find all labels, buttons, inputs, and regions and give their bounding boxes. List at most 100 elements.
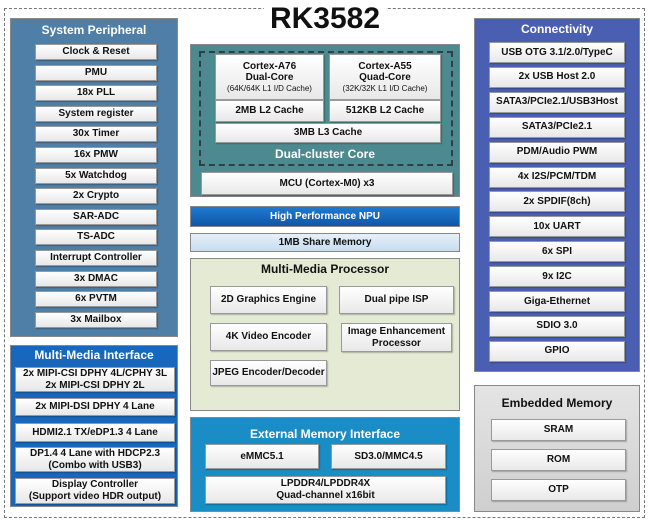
label: OTP <box>548 484 569 495</box>
connectivity-item: 2x USB Host 2.0 <box>489 66 625 88</box>
label: (Support video HDR output) <box>28 491 162 502</box>
label: LPDDR4/LPDDR4X <box>280 478 371 489</box>
label: Image Enhancement <box>347 325 446 337</box>
label: Dual-Core <box>245 71 294 83</box>
label: 30x Timer <box>72 128 120 140</box>
connectivity-item: USB OTG 3.1/2.0/TypeC <box>489 42 625 63</box>
label: 2x MIPI-CSI DPHY 2L <box>45 379 145 391</box>
label: 1MB Share Memory <box>278 237 372 248</box>
label: 3x Mailbox <box>70 313 122 325</box>
label: 18x PLL <box>76 87 116 99</box>
jpeg-block: JPEG Encoder/Decoder <box>210 360 327 386</box>
connectivity-item: Giga-Ethernet <box>489 291 625 312</box>
label: JPEG Encoder/Decoder <box>212 367 325 378</box>
label: High Performance NPU <box>269 211 381 222</box>
label: Cortex-A55 <box>358 60 412 72</box>
system-peripheral-item: SAR-ADC <box>35 208 157 225</box>
connectivity-item: GPIO <box>489 340 625 362</box>
panel-title: Connectivity <box>520 22 593 36</box>
panel-title: Embedded Memory <box>501 396 613 410</box>
emmc-block: eMMC5.1 <box>205 444 319 469</box>
label: Processor <box>372 337 421 349</box>
system-peripheral-item: System register <box>35 105 157 122</box>
label: Giga-Ethernet <box>523 295 591 307</box>
system-peripheral-item: Interrupt Controller <box>35 250 157 266</box>
external-memory-panel: External Memory Interface eMMC5.1 SD3.0/… <box>190 417 460 512</box>
system-peripheral-item: 2x Crypto <box>35 188 157 205</box>
cluster-boundary <box>199 51 453 166</box>
label: Dual pipe ISP <box>364 294 429 305</box>
label: Quad-Core <box>359 71 411 83</box>
connectivity-item: 4x I2S/PCM/TDM <box>489 166 625 188</box>
label: eMMC5.1 <box>240 450 284 462</box>
connectivity-panel: Connectivity USB OTG 3.1/2.0/TypeC 2x USB… <box>474 18 640 372</box>
connectivity-item: 9x I2C <box>489 266 625 288</box>
label: 16x PMW <box>74 149 118 160</box>
system-peripheral-item: 6x PVTM <box>35 291 157 308</box>
system-peripheral-item: 30x Timer <box>35 126 157 143</box>
label: Clock & Reset <box>62 46 130 57</box>
cluster-label: Dual-cluster Core <box>274 147 376 161</box>
share-memory-block: 1MB Share Memory <box>190 233 460 252</box>
label: 2x Crypto <box>72 190 120 202</box>
label: Interrupt Controller <box>50 252 142 263</box>
otp-block: OTP <box>491 479 626 501</box>
connectivity-item: 6x SPI <box>489 241 625 263</box>
label: System register <box>58 107 134 119</box>
label: SAR-ADC <box>72 210 120 222</box>
label: 9x I2C <box>542 270 572 282</box>
system-peripheral-item: TS-ADC <box>35 229 157 246</box>
label: (Combo with USB3) <box>48 459 142 471</box>
label: Quad-channel x16bit <box>276 490 375 501</box>
label: MCU (Cortex-M0) x3 <box>279 177 375 189</box>
label: 2x USB Host 2.0 <box>518 71 596 83</box>
label: 2D Graphics Engine <box>220 294 317 305</box>
dp-block: DP1.4 4 Lane with HDCP2.3(Combo with USB… <box>15 447 175 472</box>
mcu-block: MCU (Cortex-M0) x3 <box>201 172 453 195</box>
sram-block: SRAM <box>491 419 626 441</box>
display-controller-block: Display Controller(Support video HDR out… <box>15 478 175 504</box>
multimedia-processor-panel: Multi-Media Processor 2D Graphics Engine… <box>190 258 460 411</box>
label: PDM/Audio PWM <box>516 146 598 158</box>
label: GPIO <box>544 345 570 357</box>
label: SDIO 3.0 <box>536 320 578 332</box>
panel-title: Multi-Media Processor <box>260 262 390 276</box>
embedded-memory-panel: Embedded Memory SRAM ROM OTP <box>474 385 640 512</box>
a76-l2-cache: 2MB L2 Cache <box>215 100 324 122</box>
label: DP1.4 4 Lane with HDCP2.3 <box>29 447 161 459</box>
label: SATA3/PCIe2.1/USB3Host <box>496 96 618 108</box>
label: ROM <box>546 454 571 465</box>
connectivity-item: SATA3/PCIe2.1/USB3Host <box>489 91 625 113</box>
system-peripheral-item: 16x PMW <box>35 147 157 163</box>
label: (64K/64K L1 I/D Cache) <box>227 83 312 93</box>
label: Display Controller <box>51 479 139 490</box>
connectivity-item: 10x UART <box>489 216 625 238</box>
label: 6x PVTM <box>75 293 117 305</box>
label: USB OTG 3.1/2.0/TypeC <box>501 46 613 58</box>
system-peripheral-item: 5x Watchdog <box>35 167 157 184</box>
label: Cortex-A76 <box>242 60 297 72</box>
label: 2MB L2 Cache <box>235 105 304 116</box>
label: SD3.0/MMC4.5 <box>354 450 423 462</box>
system-peripheral-item: PMU <box>35 64 157 81</box>
label: 3MB L3 Cache <box>293 127 363 138</box>
label: 2x SPDIF(8ch) <box>523 195 591 207</box>
l3-cache: 3MB L3 Cache <box>215 123 441 143</box>
panel-title: External Memory Interface <box>249 427 401 441</box>
multimedia-interface-panel: Multi-Media Interface 2x MIPI-CSI DPHY 4… <box>10 345 178 507</box>
label: 4x I2S/PCM/TDM <box>517 171 597 182</box>
hdmi-edp-block: HDMI2.1 TX/eDP1.3 4 Lane <box>15 423 175 442</box>
mipi-dsi-block: 2x MIPI-DSI DPHY 4 Lane <box>15 398 175 416</box>
label: 2x MIPI-DSI DPHY 4 Lane <box>35 401 155 412</box>
connectivity-item: PDM/Audio PWM <box>489 141 625 163</box>
label: TS-ADC <box>77 231 115 243</box>
system-peripheral-item: 3x Mailbox <box>35 311 157 328</box>
a55-l2-cache: 512KB L2 Cache <box>329 100 441 122</box>
connectivity-item: 2x SPDIF(8ch) <box>489 191 625 213</box>
